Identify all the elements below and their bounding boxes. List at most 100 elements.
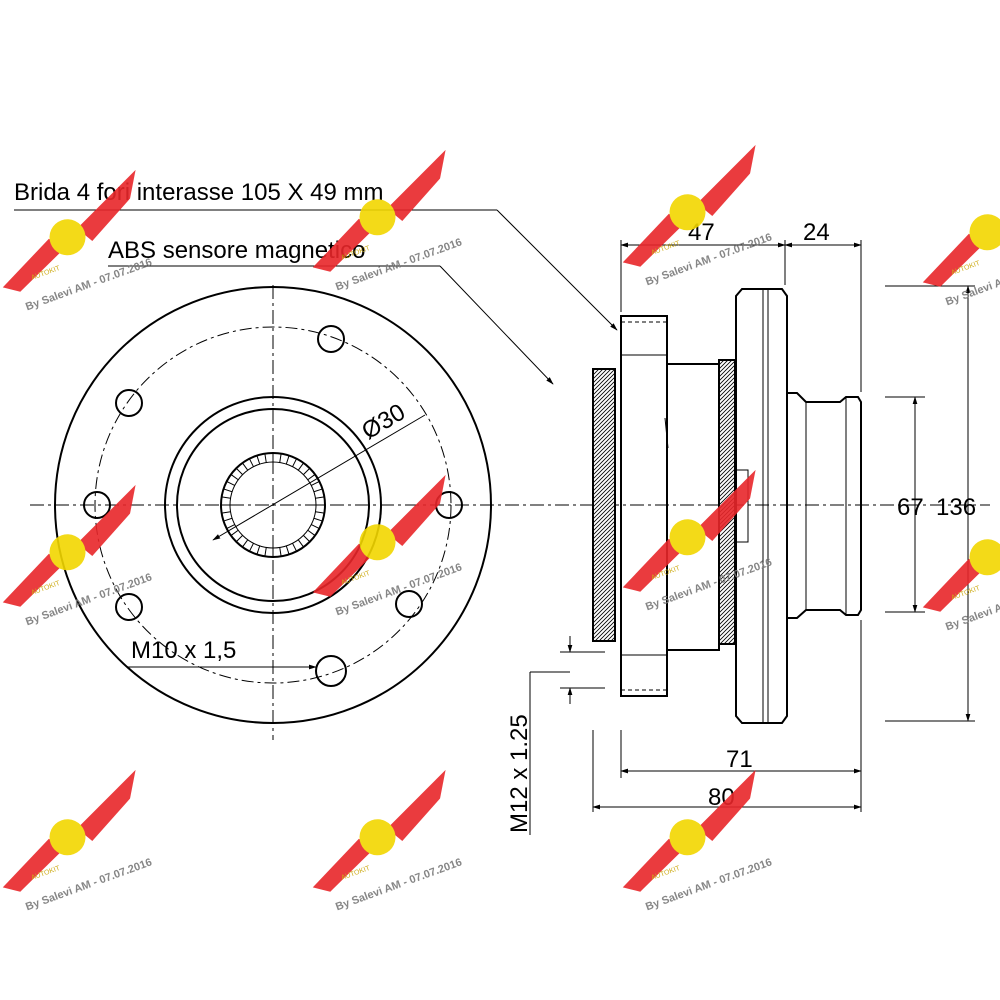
watermark-badge [359,524,396,561]
spline-tooth [223,517,233,522]
watermark-badge [359,819,396,856]
watermark-badge [669,519,706,556]
housing-step-line [737,469,749,543]
watermark-badge [49,534,86,571]
spline-tooth [285,545,290,555]
watermark-wing [622,538,684,592]
watermark-badge [969,214,1000,251]
watermark-badge [669,194,706,231]
spline-tooth [279,547,282,557]
spline-tooth [292,543,298,552]
spline-tooth [248,543,254,552]
watermark-badge [49,219,86,256]
bore-diameter-label: Ø30 [357,399,410,446]
watermark-wing [922,558,984,612]
watermark-wing [387,149,446,222]
watermark-wing [77,484,136,557]
watermark-wing [697,469,756,542]
watermark-wing [697,769,756,842]
spline-tooth [279,453,282,463]
front-view: Ø30 M10 x 1,5 [30,285,990,740]
dimension-71: 71 [726,746,753,773]
bolt-hole [115,593,143,621]
bolt-hole [115,389,143,417]
spline-tooth [235,467,243,475]
watermark-wing [387,769,446,842]
shaft-section [787,392,862,619]
splined-bore [220,452,326,558]
callouts: Brida 4 fori interasse 105 X 49 mm ABS s… [14,179,618,385]
watermark-wing [77,169,136,242]
spline-tooth [297,539,304,548]
watermark-badge [669,819,706,856]
spline-tooth [313,488,323,493]
watermark-wing [387,474,446,547]
dimension-67: 67 [897,494,924,521]
spline-tooth [264,453,267,463]
bolt-hole [395,590,423,618]
spline-tooth [221,511,231,514]
flange-callout: Brida 4 fori interasse 105 X 49 mm [14,179,384,206]
spline-tooth [221,496,231,499]
side-thread-label: M12 x 1.25 [506,714,533,833]
spline-tooth [248,458,254,467]
flange-outer-circle [54,286,492,724]
dimension-136: 136 [936,494,976,521]
watermark-badge [359,199,396,236]
spline-tooth [285,455,290,465]
bore-diameter-dimension-line [212,414,426,541]
hub-inner-ring [176,408,370,602]
spline-tooth [303,535,311,543]
watermark-wing [312,543,374,597]
spline-tooth [315,511,325,514]
front-thread-label: M10 x 1,5 [131,637,236,664]
abs-callout-leader [439,265,554,385]
hub-outer-ring [164,396,382,614]
watermark-wing [312,218,374,272]
spline-tooth [230,529,239,536]
spline-tooth [315,496,325,499]
hub-body-section [666,363,720,651]
watermark-wing [622,838,684,892]
watermark-wing [622,213,684,267]
spline-tooth [230,474,239,481]
spline-tooth [313,517,323,522]
watermark-wing [2,238,64,292]
spline-tooth [226,524,235,530]
spline-tooth [235,535,243,543]
spline-tooth [256,545,261,555]
spline-tooth [264,547,267,557]
spline-tooth [307,529,316,536]
spline-tooth [242,462,249,471]
bolt-hole [315,655,347,687]
flange-section [620,315,668,697]
side-view: 47 24 67 136 71 80 M12 x 1.25 [506,219,976,835]
watermark-wing [77,769,136,842]
watermark-wing [697,144,756,217]
bearing-housing-section [735,288,788,724]
spline-tooth [242,539,249,548]
spline-tooth [311,480,320,486]
spline-tooth [256,455,261,465]
watermark-wing [2,838,64,892]
spline-tooth [311,524,320,530]
spline-tooth [223,488,233,493]
spline-tooth [226,480,235,486]
abs-ring-hatched [592,368,616,642]
bolt-hole [83,491,111,519]
spline-tooth [297,462,304,471]
watermark-wing [922,233,984,287]
watermark-wing [2,553,64,607]
watermark-badge [49,819,86,856]
bolt-hole [317,325,345,353]
spline-tooth [292,458,298,467]
flange-callout-leader [496,209,618,331]
